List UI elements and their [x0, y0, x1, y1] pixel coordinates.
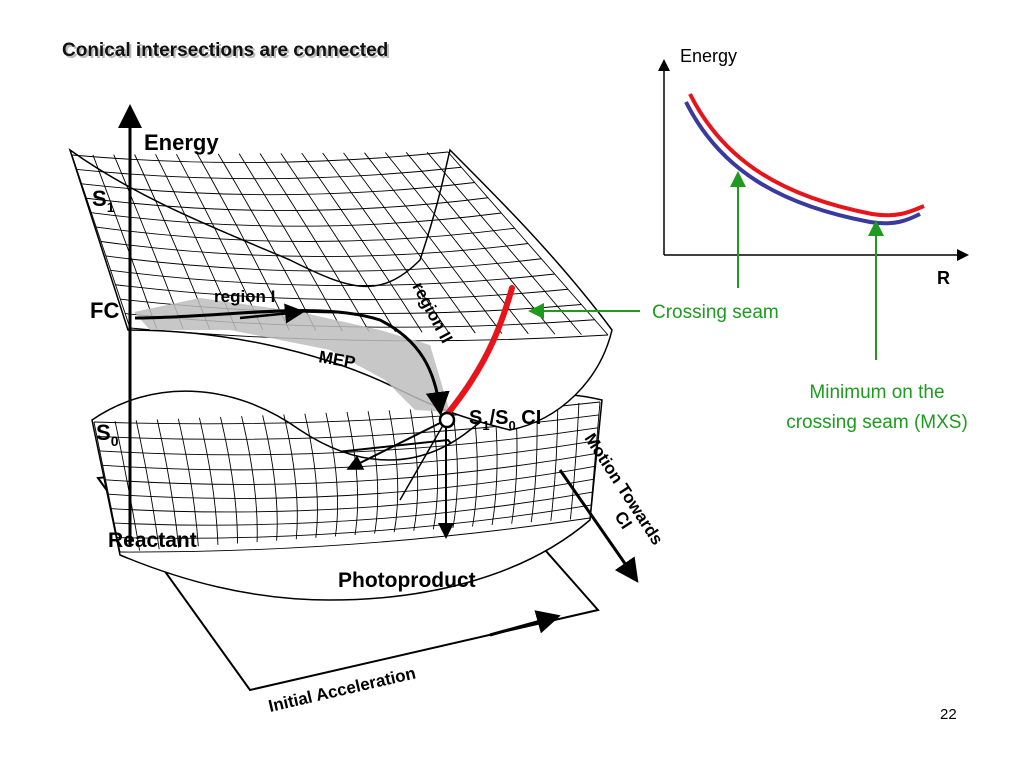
mesh-line — [388, 410, 399, 533]
mesh-line — [384, 152, 529, 335]
mesh-line — [301, 152, 423, 333]
mesh-line — [426, 151, 582, 335]
seam-plot: Energy R — [658, 46, 969, 288]
mesh-line — [114, 421, 141, 551]
mesh-line — [304, 413, 318, 538]
mesh-line — [99, 427, 598, 456]
mesh-line — [346, 411, 359, 536]
s0-label: S0 — [96, 420, 119, 449]
mxs-label-line1: Minimum on the — [809, 382, 944, 403]
mesh-line — [108, 466, 595, 499]
mesh-line — [135, 420, 160, 550]
ci-point — [438, 411, 456, 429]
seam-plot-upper-curve — [688, 93, 925, 218]
mesh-line — [111, 478, 594, 513]
pes-illustration: Energy S1 FC region I region II MEP S1/S… — [68, 104, 667, 716]
crossing-seam-curve — [443, 285, 515, 419]
mesh-line — [343, 152, 476, 334]
mesh-line — [177, 418, 199, 547]
ci-branch-arrow-left — [346, 419, 447, 470]
mesh-line — [430, 408, 439, 530]
initial-acceleration-arrow — [489, 610, 561, 637]
photoproduct-label: Photoproduct — [338, 569, 476, 592]
mesh-line — [367, 411, 379, 534]
ci-label: S1/S0 CI — [469, 407, 541, 433]
mesh-line — [569, 402, 580, 520]
crossing-seam-label: Crossing seam — [652, 302, 779, 323]
mesh-line — [198, 417, 219, 545]
mesh-line — [76, 166, 462, 180]
slide-title: Conical intersections are connected — [62, 40, 389, 61]
mesh-line — [262, 415, 278, 541]
ci-branch-arrow-downleft — [399, 419, 447, 501]
mesh-line — [241, 416, 258, 543]
region-i-arrow — [239, 303, 305, 324]
mep-path — [134, 309, 450, 416]
mesh-line — [91, 212, 502, 227]
mesh-line — [117, 504, 592, 539]
mesh-line — [259, 153, 370, 332]
s0-surface-grid — [93, 401, 601, 553]
mesh-line — [71, 151, 449, 164]
page-number: 22 — [940, 706, 957, 723]
seam-plot-x-label: R — [937, 268, 950, 288]
mesh-line — [156, 419, 180, 548]
region-i-label: region I — [214, 287, 275, 306]
fc-label: FC — [90, 298, 119, 323]
mesh-line — [115, 284, 569, 301]
mesh-line — [114, 491, 593, 526]
mesh-line — [81, 182, 475, 196]
mesh-line — [92, 154, 157, 329]
mesh-line — [325, 412, 338, 537]
mesh-line — [119, 517, 591, 553]
mesh-line — [283, 414, 298, 540]
mesh-line — [364, 152, 503, 334]
s1-label: S1 — [92, 186, 115, 215]
green-annotations: Crossing seam Minimum on the crossing se… — [528, 171, 968, 433]
seam-plot-y-label: Energy — [680, 46, 737, 66]
mesh-line — [105, 255, 542, 272]
mesh-line — [110, 269, 555, 287]
mesh-line — [589, 401, 601, 519]
mesh-line — [96, 226, 515, 242]
mesh-line — [280, 153, 396, 333]
mep-shaded-band — [134, 298, 450, 412]
seam-plot-lower-curve — [684, 101, 921, 226]
mxs-label-line2: crossing seam (MXS) — [786, 412, 968, 433]
motion-towards-ci-arrow — [558, 469, 639, 583]
reactant-label: Reactant — [108, 529, 197, 552]
mesh-line — [86, 197, 489, 211]
mesh-line — [550, 403, 559, 521]
energy-axis-label: Energy — [144, 130, 219, 155]
mesh-line — [105, 453, 596, 485]
mesh-line — [409, 409, 419, 531]
mesh-line — [100, 241, 529, 257]
